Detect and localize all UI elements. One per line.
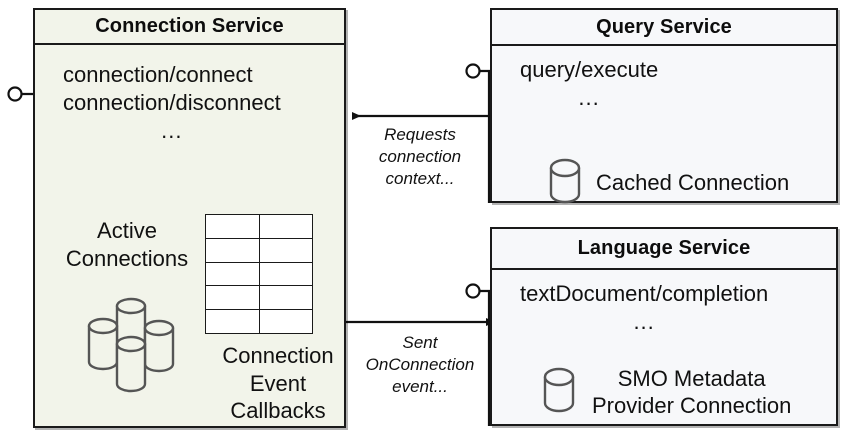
callbacks-line2: Event [249, 370, 307, 396]
active-connections-line2: Connections [65, 245, 189, 271]
label-line1: Requests [384, 125, 456, 144]
table-cell [205, 237, 260, 263]
component-query-service[interactable]: Query Service query/execute ... Cached C… [490, 8, 838, 204]
endpoint-item[interactable]: query/execute [520, 57, 659, 82]
database-cluster-icon [81, 290, 199, 400]
callbacks-line1: Connection [222, 343, 334, 368]
connection-service-body: connection/connect connection/disconnect… [35, 45, 344, 426]
table-row [205, 237, 313, 263]
table-cell [258, 309, 313, 334]
query-service-resource: Cached Connection [548, 158, 789, 209]
endpoint-item[interactable]: textDocument/completion [520, 281, 769, 306]
endpoint-ellipsis: ... [633, 309, 655, 335]
endpoint-ellipsis: ... [161, 118, 183, 144]
table-cell [205, 214, 260, 239]
table-cell [205, 285, 260, 311]
connection-event-callbacks-label: Connection Event Callbacks [203, 342, 353, 425]
active-connections-label: Active Connections [47, 217, 207, 272]
language-service-endpoints: textDocument/completion ... [520, 280, 768, 336]
query-service-title: Query Service [492, 10, 836, 46]
language-service-body: textDocument/completion ... SMO Metadata… [492, 270, 836, 424]
query-service-endpoints: query/execute ... [520, 56, 658, 112]
endpoint-ellipsis: ... [578, 85, 600, 111]
callbacks-line3: Callbacks [230, 398, 326, 423]
cylinder-left [87, 317, 119, 371]
resource-line1: SMO Metadata [617, 366, 766, 391]
language-service-title: Language Service [492, 229, 836, 270]
table-cell [205, 261, 260, 287]
database-icon [548, 158, 582, 209]
label-line2: OnConnection [365, 355, 475, 375]
connection-event-callbacks-table[interactable] [205, 214, 313, 334]
table-row [205, 285, 313, 311]
language-service-resource: SMO Metadata Provider Connection [542, 366, 791, 420]
resource-line2: Provider Connection [592, 392, 792, 418]
cylinder-bottom [115, 335, 147, 393]
table-row [205, 309, 313, 334]
query-service-body: query/execute ... Cached Connection [492, 46, 836, 204]
table-cell [258, 214, 313, 239]
table-row [205, 261, 313, 287]
label-line2: connection [378, 147, 462, 167]
component-language-service[interactable]: Language Service textDocument/completion… [490, 227, 838, 426]
table-row [205, 214, 313, 239]
connector-label-sent-onconnection-event: Sent OnConnection event... [352, 332, 488, 398]
label-line3: context... [385, 169, 455, 189]
table-cell [258, 237, 313, 263]
cylinder-right [143, 319, 175, 373]
component-connection-service[interactable]: Connection Service connection/connect co… [33, 8, 346, 428]
label-line3: event... [392, 377, 448, 397]
database-icon [542, 367, 576, 418]
endpoint-item[interactable]: connection/disconnect [63, 90, 281, 116]
connection-service-title: Connection Service [35, 10, 344, 45]
table-cell [205, 309, 260, 334]
table-cell [258, 285, 313, 311]
connection-service-endpoints: connection/connect connection/disconnect… [63, 61, 281, 145]
endpoint-item[interactable]: connection/connect [63, 62, 253, 87]
smo-metadata-provider-label: SMO Metadata Provider Connection [592, 366, 791, 420]
active-connections-line1: Active [97, 218, 157, 243]
label-line1: Sent [402, 333, 438, 352]
connector-label-requests-connection-context: Requests connection context... [352, 124, 488, 190]
cached-connection-label: Cached Connection [596, 170, 790, 196]
table-cell [258, 261, 313, 287]
